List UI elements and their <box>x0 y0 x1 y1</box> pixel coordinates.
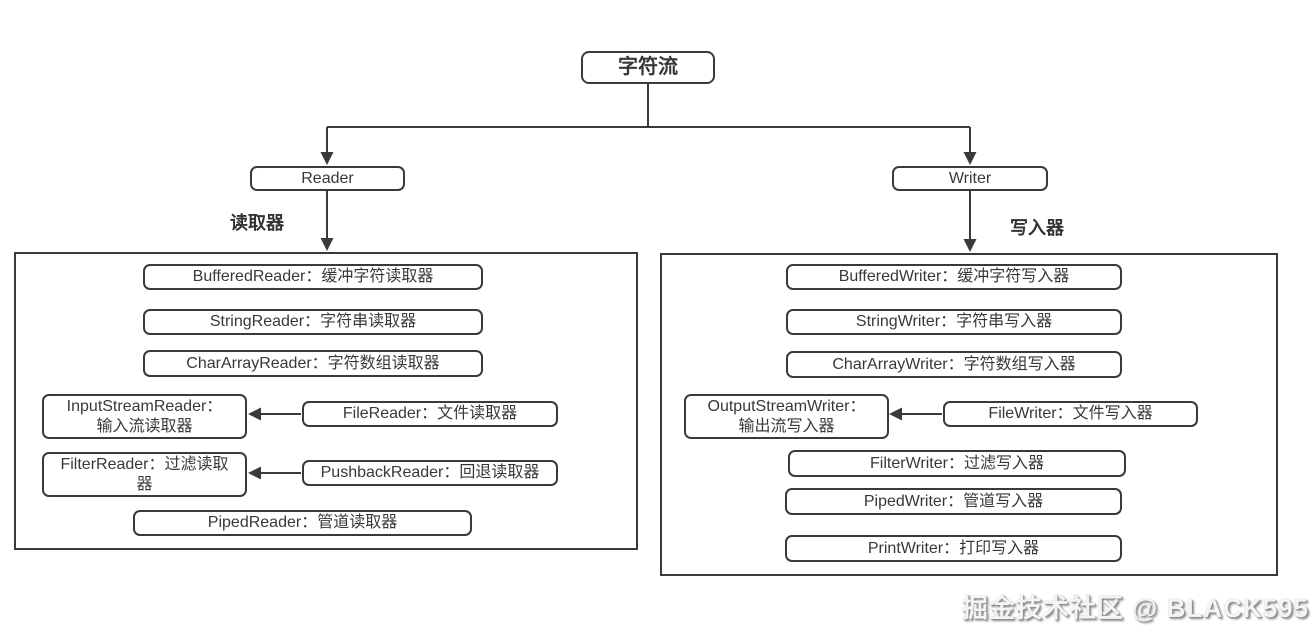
buffered-reader-node: BufferedReader：缓冲字符读取器 <box>143 264 483 290</box>
input-stream-reader-desc: 输入流读取器 <box>96 417 193 435</box>
print-writer-node: PrintWriter：打印写入器 <box>785 535 1122 562</box>
writer-caption: 写入器 <box>1010 218 1064 238</box>
filter-writer-node: FilterWriter：过滤写入器 <box>788 450 1126 477</box>
output-stream-writer-name: OutputStreamWriter： <box>707 397 866 415</box>
writer-node: Writer <box>892 166 1048 191</box>
reader-node: Reader <box>250 166 405 191</box>
char-array-reader-node: CharArrayReader：字符数组读取器 <box>143 350 483 377</box>
filter-reader-node: FilterReader：过滤读取器 <box>42 452 247 497</box>
string-reader-node: StringReader：字符串读取器 <box>143 309 483 335</box>
output-stream-writer-node: OutputStreamWriter： 输出流写入器 <box>684 394 889 439</box>
char-array-writer-node: CharArrayWriter：字符数组写入器 <box>786 351 1122 378</box>
reader-panel <box>14 252 638 550</box>
pushback-reader-node: PushbackReader：回退读取器 <box>302 460 558 486</box>
input-stream-reader-node: InputStreamReader： 输入流读取器 <box>42 394 247 439</box>
root-node-char-stream: 字符流 <box>581 51 715 84</box>
piped-reader-node: PipedReader：管道读取器 <box>133 510 472 536</box>
buffered-writer-node: BufferedWriter：缓冲字符写入器 <box>786 264 1122 290</box>
watermark-text: 掘金技术社区 @ BLACK595 <box>961 593 1309 623</box>
reader-caption: 读取器 <box>230 213 284 233</box>
input-stream-reader-name: InputStreamReader： <box>66 397 223 415</box>
piped-writer-node: PipedWriter：管道写入器 <box>785 488 1122 515</box>
writer-panel <box>660 253 1278 576</box>
file-reader-node: FileReader：文件读取器 <box>302 401 558 427</box>
output-stream-writer-desc: 输出流写入器 <box>738 417 835 435</box>
string-writer-node: StringWriter：字符串写入器 <box>786 309 1122 335</box>
file-writer-node: FileWriter：文件写入器 <box>943 401 1198 427</box>
